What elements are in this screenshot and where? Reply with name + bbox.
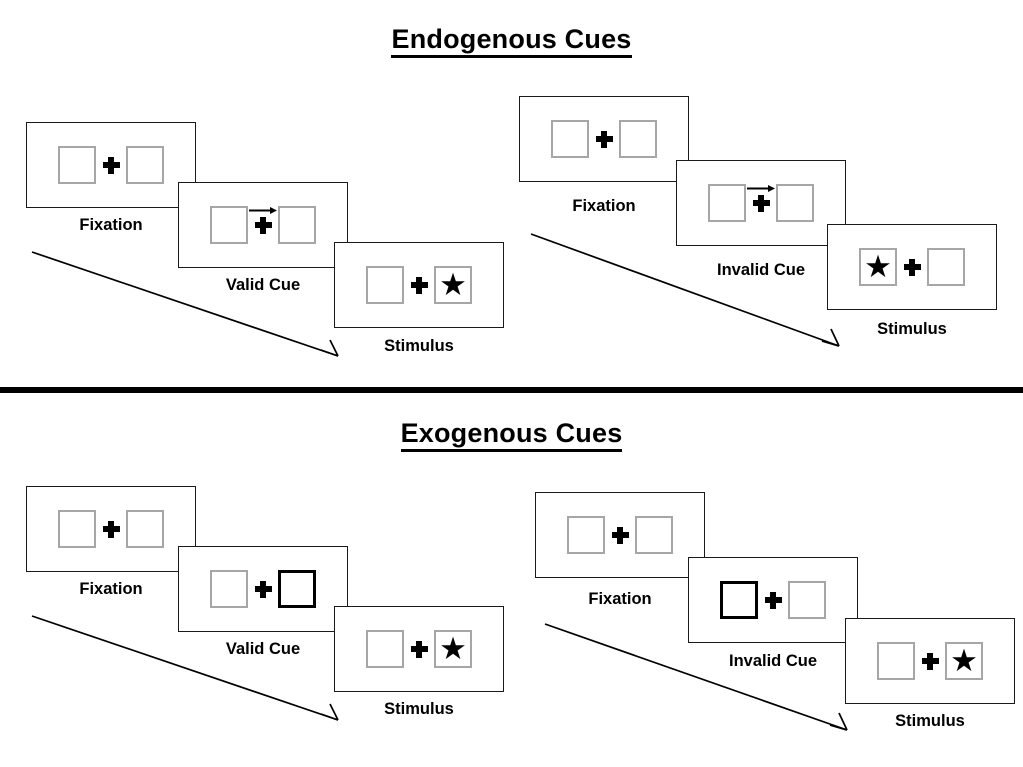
panel-caption-cue: Valid Cue xyxy=(225,640,301,658)
panel-content xyxy=(720,581,826,619)
panel-cue[interactable] xyxy=(178,546,348,632)
panel-stimulus[interactable]: ★ xyxy=(827,224,997,310)
placeholder-box-right: ★ xyxy=(945,642,983,680)
panel-content xyxy=(551,120,657,158)
panel-content xyxy=(210,570,316,608)
placeholder-box-left xyxy=(366,266,404,304)
panel-content: ★ xyxy=(859,248,965,286)
panel-fixation[interactable] xyxy=(519,96,689,182)
panel-cue[interactable] xyxy=(688,557,858,643)
placeholder-box-left xyxy=(210,570,248,608)
placeholder-box-right xyxy=(126,510,164,548)
placeholder-box-left xyxy=(58,510,96,548)
fixation-cross-icon xyxy=(915,642,945,680)
fixation-cross-icon xyxy=(248,206,278,244)
panel-cue[interactable] xyxy=(676,160,846,246)
placeholder-box-right xyxy=(635,516,673,554)
fixation-cross-icon xyxy=(758,581,788,619)
section-title-endogenous-text: Endogenous Cues xyxy=(391,24,632,58)
fixation-cross-icon xyxy=(746,184,776,222)
placeholder-box-right xyxy=(278,206,316,244)
placeholder-box-left xyxy=(58,146,96,184)
panel-content xyxy=(58,510,164,548)
panel-fixation[interactable] xyxy=(26,486,196,572)
panel-caption-cue: Invalid Cue xyxy=(716,261,806,279)
panel-caption-stimulus: Stimulus xyxy=(384,337,454,355)
cued-box-right xyxy=(278,570,316,608)
panel-caption-stimulus: Stimulus xyxy=(877,320,947,338)
placeholder-box-right xyxy=(619,120,657,158)
panel-caption-stimulus: Stimulus xyxy=(384,700,454,718)
fixation-cross-icon xyxy=(605,516,635,554)
arrow-right-icon xyxy=(747,185,775,192)
placeholder-box-left xyxy=(567,516,605,554)
panel-fixation[interactable] xyxy=(26,122,196,208)
star-icon: ★ xyxy=(439,266,467,302)
cued-box-left xyxy=(720,581,758,619)
fixation-cross-icon xyxy=(404,630,434,668)
placeholder-box-right xyxy=(776,184,814,222)
placeholder-box-left xyxy=(366,630,404,668)
panel-content xyxy=(210,206,316,244)
fixation-cross-icon xyxy=(897,248,927,286)
fixation-cross-icon xyxy=(248,570,278,608)
section-title-exogenous-text: Exogenous Cues xyxy=(400,418,623,452)
time-progression-arrow-icon xyxy=(530,233,840,347)
placeholder-box-right: ★ xyxy=(434,630,472,668)
star-icon: ★ xyxy=(439,630,467,666)
fixation-cross-icon xyxy=(96,510,126,548)
time-progression-arrow-icon xyxy=(31,251,339,357)
placeholder-box-left xyxy=(551,120,589,158)
panel-caption-stimulus: Stimulus xyxy=(895,712,965,730)
section-title-endogenous: Endogenous Cues xyxy=(0,24,1023,58)
panel-caption-fixation: Fixation xyxy=(79,580,143,598)
panel-fixation[interactable] xyxy=(535,492,705,578)
fixation-cross-icon xyxy=(404,266,434,304)
section-divider xyxy=(0,387,1023,393)
panel-caption-cue: Valid Cue xyxy=(225,276,301,294)
placeholder-box-right: ★ xyxy=(434,266,472,304)
panel-stimulus[interactable]: ★ xyxy=(334,242,504,328)
panel-stimulus[interactable]: ★ xyxy=(845,618,1015,704)
panel-content xyxy=(567,516,673,554)
panel-content xyxy=(58,146,164,184)
panel-stimulus[interactable]: ★ xyxy=(334,606,504,692)
placeholder-box-left xyxy=(210,206,248,244)
panel-caption-cue: Invalid Cue xyxy=(728,652,818,670)
panel-caption-fixation: Fixation xyxy=(572,197,636,215)
star-icon: ★ xyxy=(950,642,978,678)
panel-content: ★ xyxy=(366,630,472,668)
panel-caption-fixation: Fixation xyxy=(79,216,143,234)
placeholder-box-left xyxy=(708,184,746,222)
fixation-cross-icon xyxy=(589,120,619,158)
time-progression-arrow-icon xyxy=(31,615,339,721)
placeholder-box-right xyxy=(788,581,826,619)
placeholder-box-left: ★ xyxy=(859,248,897,286)
star-icon: ★ xyxy=(864,248,892,284)
arrow-right-icon xyxy=(249,207,277,214)
time-progression-arrow-icon xyxy=(544,623,848,731)
section-title-exogenous: Exogenous Cues xyxy=(0,418,1023,452)
panel-cue[interactable] xyxy=(178,182,348,268)
panel-content xyxy=(708,184,814,222)
panel-content: ★ xyxy=(366,266,472,304)
placeholder-box-right xyxy=(927,248,965,286)
placeholder-box-right xyxy=(126,146,164,184)
placeholder-box-left xyxy=(877,642,915,680)
fixation-cross-icon xyxy=(96,146,126,184)
panel-caption-fixation: Fixation xyxy=(588,590,652,608)
panel-content: ★ xyxy=(877,642,983,680)
